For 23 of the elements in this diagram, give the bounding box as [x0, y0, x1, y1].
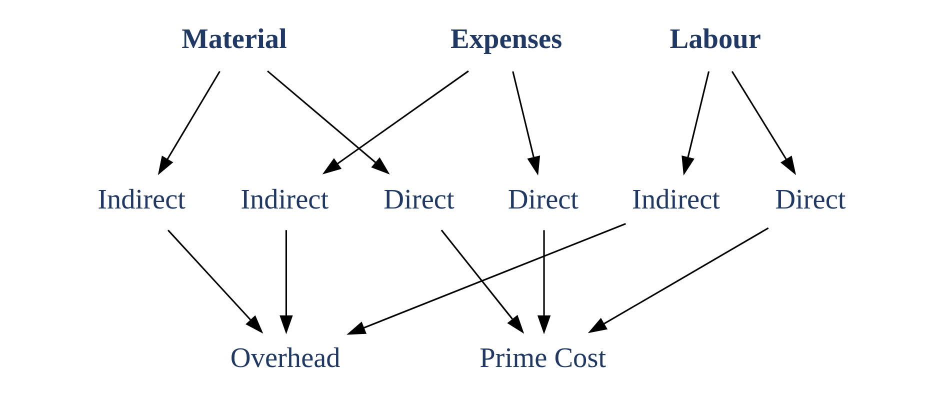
- arrow: [731, 70, 796, 176]
- node-text: Overhead: [230, 343, 340, 374]
- node-text: Indirect: [98, 184, 186, 216]
- node-text: Direct: [384, 184, 454, 216]
- arrow: [267, 70, 390, 175]
- arrow: [682, 71, 710, 176]
- node-text: Indirect: [240, 184, 329, 216]
- node-text: Direct: [775, 184, 846, 216]
- arrow: [322, 70, 469, 174]
- node-text: Prime Cost: [480, 343, 606, 374]
- arrow: [346, 223, 626, 335]
- node-text: Direct: [508, 184, 579, 216]
- arrow: [280, 230, 293, 334]
- arrow: [512, 71, 540, 176]
- arrow: [168, 230, 264, 334]
- arrow: [537, 230, 551, 334]
- arrow: [440, 230, 524, 334]
- arrow: [158, 71, 220, 176]
- node-text: Labour: [670, 24, 761, 56]
- node-text: Indirect: [632, 184, 720, 216]
- node-text: Material: [182, 24, 287, 56]
- node-text: Expenses: [450, 24, 562, 56]
- arrow: [588, 227, 769, 334]
